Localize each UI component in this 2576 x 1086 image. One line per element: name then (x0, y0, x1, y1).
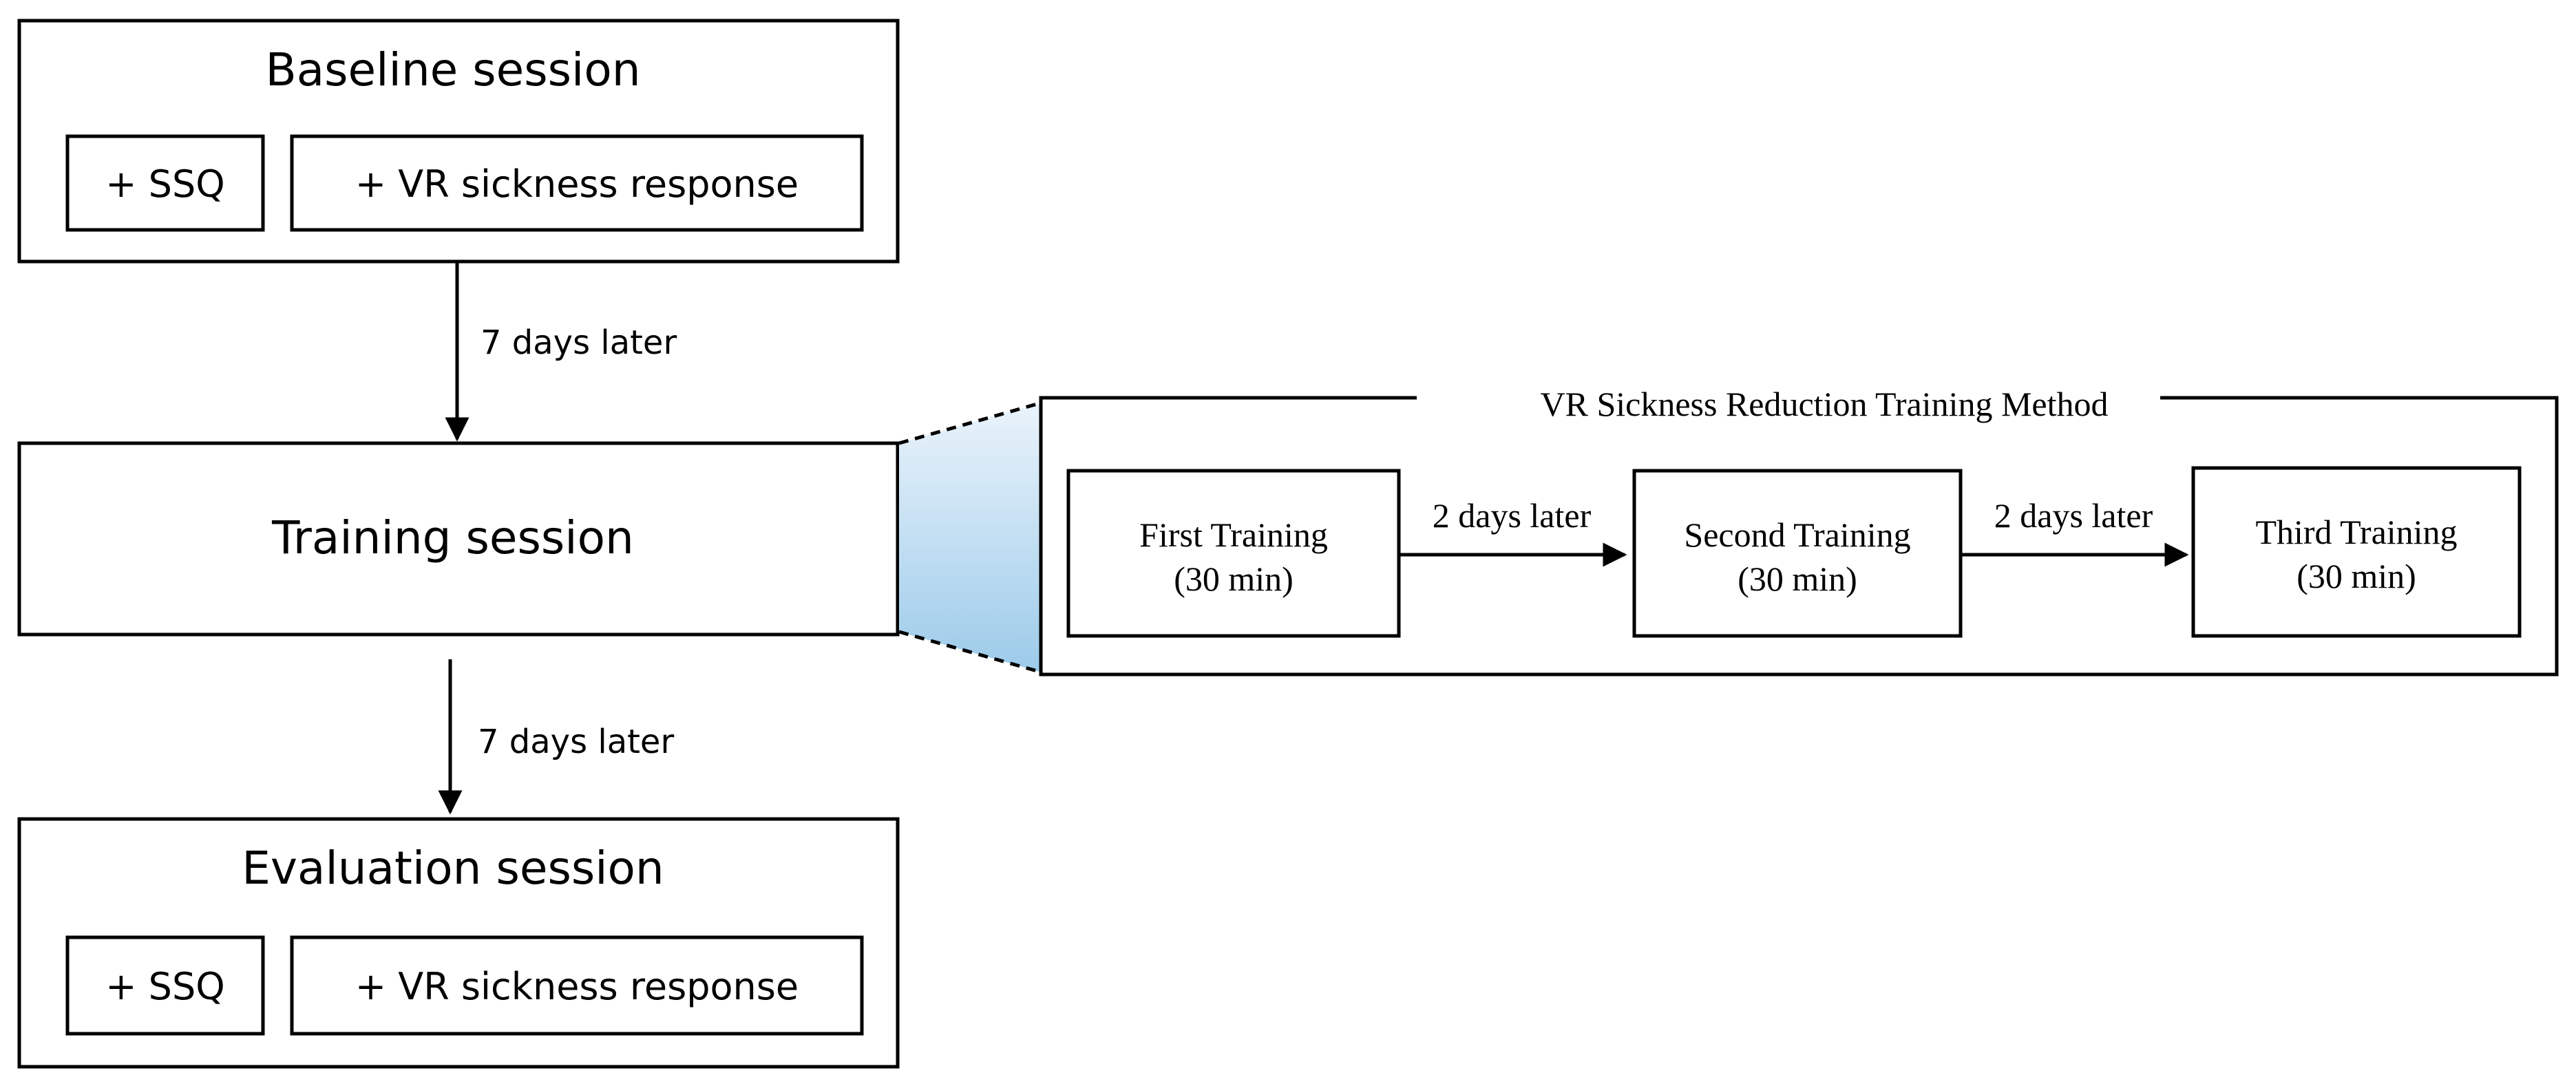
training-to-evaluation-arrow: 7 days later (438, 659, 674, 815)
baseline-vr-response-box (290, 134, 864, 232)
baseline-ssq-box (65, 134, 265, 232)
training-method-panel: VR Sickness Reduction Training Method Fi… (1039, 385, 2559, 677)
second-training-name: Second Training (1684, 515, 1910, 554)
third-training-duration: (30 min) (2297, 557, 2416, 595)
baseline-vr-response-label: + VR sickness response (355, 162, 799, 206)
evaluation-session-title: Evaluation session (242, 842, 664, 895)
evaluation-vr-response-label: + VR sickness response (355, 965, 799, 1008)
evaluation-session: Evaluation session + SSQ + VR sickness r… (17, 817, 900, 1069)
training-session-title: Training session (271, 511, 634, 564)
first-training-box (1066, 469, 1401, 638)
training-method-title-gap (1417, 385, 2160, 413)
evaluation-ssq-label: + SSQ (105, 965, 224, 1008)
second-training-duration: (30 min) (1738, 560, 1857, 598)
evaluation-vr-response-box (290, 935, 864, 1036)
evaluation-ssq-box (65, 935, 265, 1036)
zoom-connector (898, 401, 1040, 674)
first-training-duration: (30 min) (1174, 560, 1294, 598)
baseline-ssq-label: + SSQ (105, 162, 224, 206)
zoom-connector-fill (899, 403, 1039, 672)
baseline-to-training-arrow: 7 days later (445, 263, 677, 442)
training-session-box (17, 441, 900, 637)
training-method-title: VR Sickness Reduction Training Method (1540, 385, 2108, 423)
second-training-box (1632, 469, 1963, 638)
third-training-name: Third Training (2255, 513, 2457, 551)
baseline-session: Baseline session + SSQ + VR sickness res… (17, 19, 900, 264)
training-session: Training session (17, 441, 900, 637)
first-to-second-label: 2 days later (1433, 496, 1592, 535)
second-to-third-label: 2 days later (1994, 496, 2153, 535)
baseline-to-training-label: 7 days later (481, 323, 677, 362)
third-training-box (2191, 466, 2522, 638)
baseline-session-title: Baseline session (265, 43, 640, 96)
first-training-name: First Training (1139, 515, 1328, 554)
training-to-evaluation-label: 7 days later (478, 723, 674, 761)
